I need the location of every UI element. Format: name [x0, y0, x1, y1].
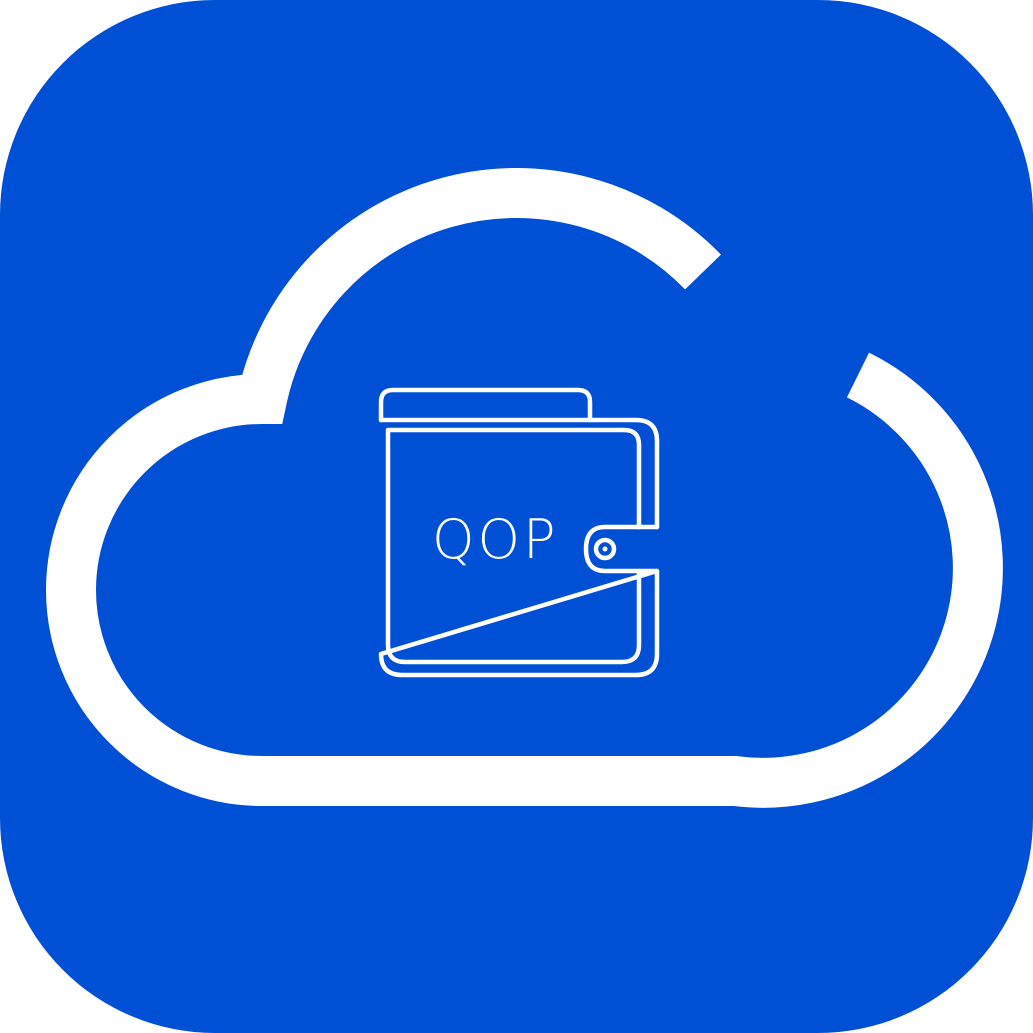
- wallet-body-inner: [385, 427, 642, 665]
- wallet-clasp-dot: [602, 546, 608, 552]
- wallet-clasp-ring: [593, 537, 617, 561]
- wallet-body-outer: [378, 417, 660, 678]
- wallet-back-card: [378, 387, 593, 423]
- wallet-icon: [378, 387, 660, 678]
- cloud-icon: [46, 168, 1003, 808]
- wallet-label: QOP: [432, 508, 559, 571]
- wallet-clasp: [583, 524, 660, 574]
